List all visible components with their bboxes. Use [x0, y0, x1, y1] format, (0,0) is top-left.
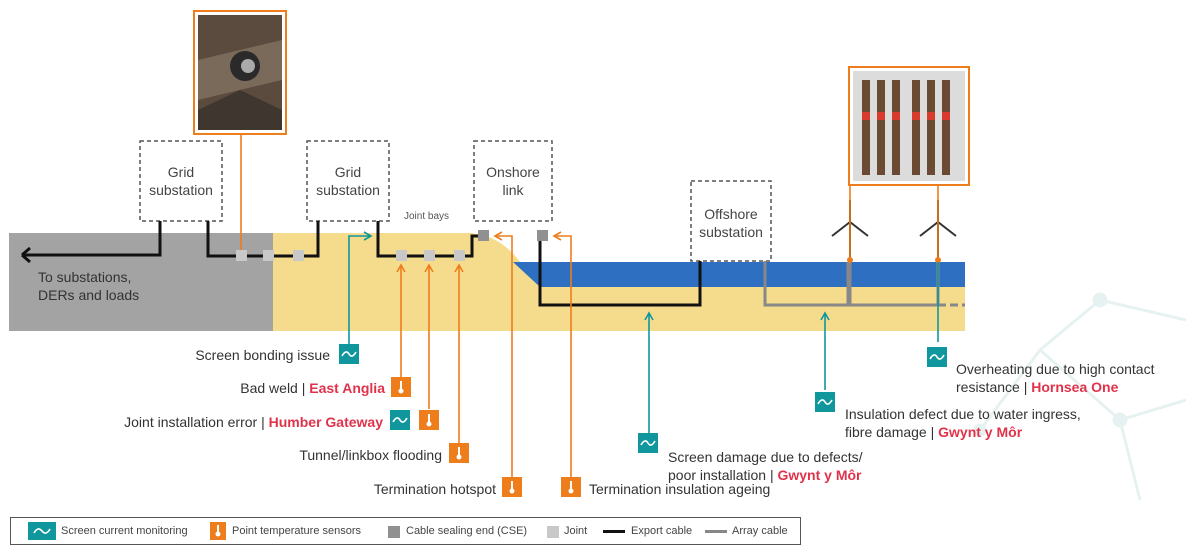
joint-photo	[193, 10, 287, 135]
termination-photo	[848, 66, 970, 186]
export-cables	[21, 221, 702, 307]
grid-substation-1-box	[139, 140, 223, 222]
screen-current-icon	[390, 410, 410, 430]
issue-tunnel-flooding: Tunnel/linkbox flooding	[299, 447, 442, 463]
thermometer-icon	[391, 377, 411, 397]
to-substations-label: To substations, DERs and loads	[38, 269, 140, 303]
background-network-decoration	[973, 292, 1186, 501]
issue-overheating: Overheating due to high contact resistan…	[956, 361, 1155, 395]
grid-substation-1-label: Grid substation	[149, 164, 213, 198]
legend-cse-label: Cable sealing end (CSE)	[406, 525, 528, 537]
legend-screen-label: Screen current monitoring	[61, 525, 188, 537]
grid-substation-2-label: Grid substation	[316, 164, 380, 198]
grid-substation-2-box	[306, 140, 390, 222]
thermometer-icon	[561, 477, 581, 497]
issue-bad-weld: Bad weld | East Anglia	[240, 380, 385, 396]
legend-array-label: Array cable	[732, 525, 788, 537]
offshore-substation-box	[690, 180, 772, 262]
issue-screen-damage: Screen damage due to defects/ poor insta…	[668, 449, 863, 483]
legend-export-label: Export cable	[631, 525, 693, 537]
offshore-substation-label: Offshore substation	[699, 206, 763, 240]
legend-joint-swatch	[547, 526, 559, 538]
issue-termination-hotspot: Termination hotspot	[373, 481, 496, 497]
onshore-link-box	[473, 140, 553, 222]
onshore-link-label: Onshore link	[486, 164, 540, 198]
issue-screen-bonding: Screen bonding issue	[195, 347, 330, 363]
legend-point-label: Point temperature sensors	[232, 525, 362, 537]
legend-cse-swatch	[388, 526, 400, 538]
issue-joint-installation: Joint installation error | Humber Gatewa…	[124, 414, 383, 430]
legend-array-swatch	[705, 530, 727, 533]
sea-water	[513, 262, 965, 287]
legend-screen-icon	[28, 522, 56, 540]
legend-joint-label: Joint	[564, 525, 588, 537]
screen-current-icon	[638, 433, 658, 453]
joints	[236, 250, 465, 261]
screen-current-leaders	[348, 231, 939, 433]
cable-sealing-ends	[478, 230, 548, 241]
urban-ground	[9, 233, 273, 331]
issue-insulation-defect: Insulation defect due to water ingress, …	[845, 406, 1081, 440]
temperature-leaders	[240, 134, 939, 477]
screen-current-icon	[339, 344, 359, 364]
screen-current-icon	[927, 347, 947, 367]
screen-current-icon	[815, 392, 835, 412]
legend-export-swatch	[603, 530, 625, 533]
joint-bays-label: Joint bays	[404, 211, 450, 222]
legend: Screen current monitoring Point temperat…	[10, 517, 801, 545]
thermometer-icon	[419, 410, 439, 430]
issue-termination-ageing: Termination insulation ageing	[589, 481, 771, 497]
legend-thermometer-icon	[210, 522, 226, 540]
thermometer-icon	[502, 477, 522, 497]
thermometer-icon	[449, 443, 469, 463]
